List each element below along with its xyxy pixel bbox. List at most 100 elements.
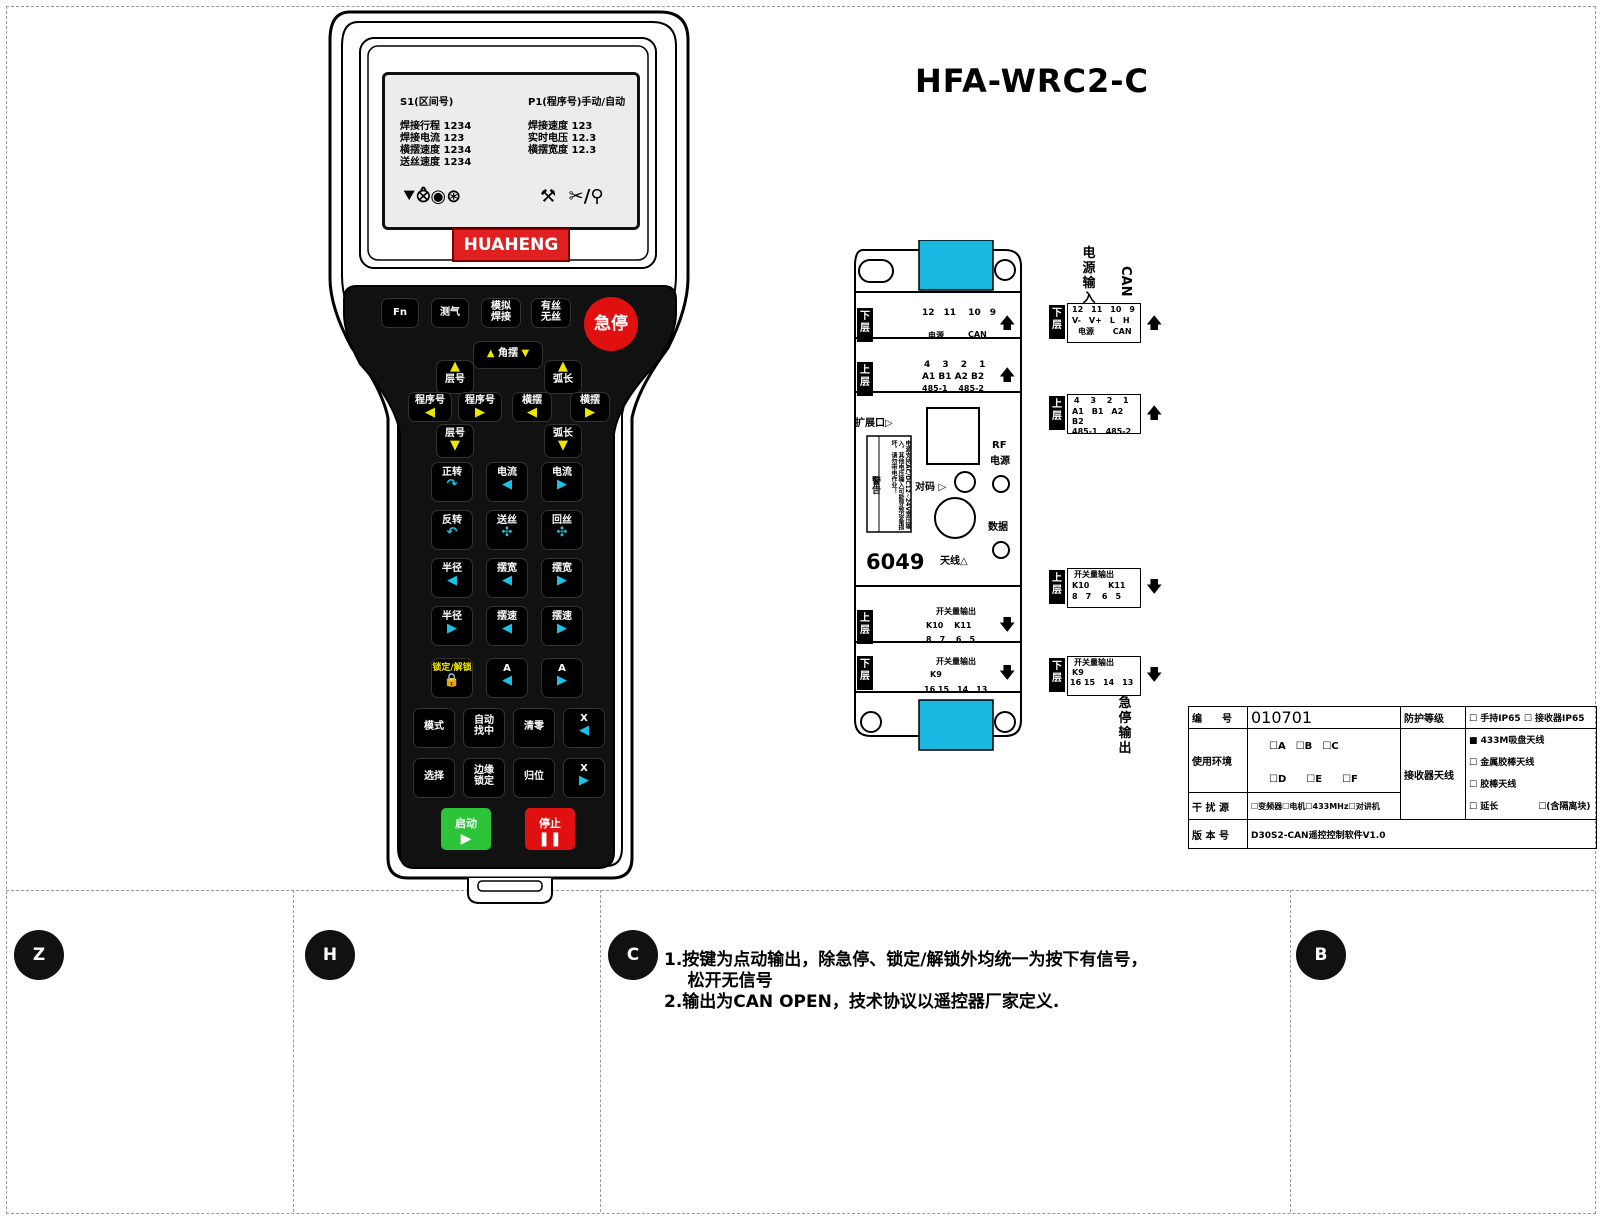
arc-down-key[interactable]: 弧长▼ bbox=[544, 424, 582, 458]
home-key[interactable]: 归位 bbox=[513, 758, 555, 798]
zone-divider-1 bbox=[293, 890, 294, 1212]
down-arrow-icon: 🡇 bbox=[999, 663, 1016, 682]
lcd-left-row: 焊接行程 1234 bbox=[400, 121, 472, 132]
a-axis-left-key[interactable]: A◀ bbox=[486, 658, 528, 698]
zone-divider-2 bbox=[600, 890, 601, 1212]
gas-test-key[interactable]: 测气 bbox=[431, 298, 469, 328]
lcd-left-row: 横摆速度 1234 bbox=[400, 145, 472, 156]
start-button[interactable]: 启动▶ bbox=[441, 808, 491, 850]
receiver-module bbox=[854, 240, 1022, 751]
module-switch-title: 开关量输出 bbox=[936, 607, 976, 616]
module-switch-title: 开关量输出 bbox=[936, 657, 976, 666]
module-model-number: 6049 bbox=[866, 550, 925, 574]
current-down-key[interactable]: 电流◀ bbox=[486, 462, 528, 502]
up-arrow-icon: 🡅 bbox=[1146, 313, 1163, 332]
module-warning-text: 电源支持AC/DC12~24V宽压输入，其他电压输入可能导致设备损坏，请勿带电作… bbox=[890, 440, 911, 530]
arc-up-key[interactable]: ▲弧长 bbox=[544, 360, 582, 394]
radius-up-key[interactable]: 半径▶ bbox=[431, 606, 473, 646]
simulate-weld-key[interactable]: 模拟 焊接 bbox=[481, 298, 521, 328]
lcd-left-row: 送丝速度 1234 bbox=[400, 157, 472, 168]
number-value: 010701 bbox=[1247, 706, 1401, 729]
wire-feed-key[interactable]: 送丝✣ bbox=[486, 510, 528, 550]
module-warning-title: 警告 bbox=[870, 476, 880, 494]
interference-label: 干 扰 源 bbox=[1188, 792, 1248, 820]
module-power-can-nums: 12 11 10 9 bbox=[922, 308, 996, 318]
lcd-status-icons-left: ⯆⨶◉⊛ bbox=[402, 186, 462, 207]
module-485-group: 485-1 485-2 bbox=[922, 384, 984, 393]
module-tag-lower: 下层 bbox=[857, 308, 873, 342]
lock-unlock-key[interactable]: 锁定/解锁🔒 bbox=[431, 658, 473, 698]
reverse-rotate-key[interactable]: 反转↶ bbox=[431, 510, 473, 550]
module-tag-upper: 上层 bbox=[857, 610, 873, 644]
x-axis-right-key[interactable]: X▶ bbox=[563, 758, 605, 798]
swing-right-key[interactable]: 横摆▶ bbox=[570, 392, 610, 422]
notes-text: 1.按键为点动输出，除急停、锁定/解锁外均统一为按下有信号， 松开无信号 2.输… bbox=[664, 950, 1148, 1012]
layer-up-key[interactable]: ▲层号 bbox=[436, 360, 474, 394]
up-arrow-icon: 🡅 bbox=[999, 365, 1016, 384]
edge-lock-key[interactable]: 边缘 锁定 bbox=[463, 758, 505, 798]
lcd-status-icons-right: ⚒ ✂/⚲ bbox=[540, 186, 604, 207]
terminal-power-can: 12 11 10 9 V- V+ L H 电源 CAN bbox=[1067, 303, 1141, 343]
stop-button[interactable]: 停止❚❚ bbox=[525, 808, 575, 850]
terminal-tag-upper: 上层 bbox=[1049, 396, 1065, 430]
clear-zero-key[interactable]: 清零 bbox=[513, 708, 555, 748]
play-icon: ▶ bbox=[460, 831, 472, 847]
lcd-left-row: 焊接电流 123 bbox=[400, 133, 465, 144]
swing-width-up-key[interactable]: 摆宽▶ bbox=[541, 558, 583, 598]
module-antenna-label: 天线△ bbox=[940, 556, 968, 567]
auto-center-key[interactable]: 自动 找中 bbox=[463, 708, 505, 748]
power-input-vertical: 电源输入 bbox=[1082, 246, 1096, 306]
down-arrow-icon: 🡇 bbox=[1146, 665, 1163, 684]
radius-down-key[interactable]: 半径◀ bbox=[431, 558, 473, 598]
module-k10-k11: K10 K11 bbox=[926, 621, 972, 630]
emergency-stop-button[interactable]: 急停 bbox=[584, 297, 638, 351]
a-axis-right-key[interactable]: A▶ bbox=[541, 658, 583, 698]
select-key[interactable]: 选择 bbox=[413, 758, 455, 798]
swing-speed-down-key[interactable]: 摆速◀ bbox=[486, 606, 528, 646]
forward-rotate-key[interactable]: 正转↷ bbox=[431, 462, 473, 502]
protection-label: 防护等级 bbox=[1400, 706, 1466, 729]
module-power-label: 电源 bbox=[928, 331, 944, 340]
terminal-tag-lower: 下层 bbox=[1049, 658, 1065, 692]
current-up-key[interactable]: 电流▶ bbox=[541, 462, 583, 502]
module-485-nums: 4 3 2 1 bbox=[924, 360, 986, 370]
terminal-485: 4 3 2 1 A1 B1 A2 B2 485-1 485-2 bbox=[1067, 394, 1141, 436]
terminal-k10-k11: 开关量输出 K10 K11 8 7 6 5 bbox=[1067, 568, 1141, 608]
swing-left-key[interactable]: 横摆◀ bbox=[512, 392, 552, 422]
layer-down-key[interactable]: 层号▼ bbox=[436, 424, 474, 458]
x-axis-left-key[interactable]: X◀ bbox=[563, 708, 605, 748]
wire-retract-key[interactable]: 回丝✣ bbox=[541, 510, 583, 550]
module-k10-nums: 8 7 6 5 bbox=[926, 635, 976, 644]
module-code-label: 对码 ▷ bbox=[915, 482, 947, 493]
terminal-k9: 开关量输出 K9 16 15 14 13 bbox=[1067, 656, 1141, 696]
program-left-key[interactable]: 程序号◀ bbox=[408, 392, 452, 422]
module-k9-nums: 16 15 14 13 bbox=[924, 685, 988, 694]
zone-marker-h: H bbox=[305, 930, 355, 980]
brand-logo: HUAHENG bbox=[452, 228, 570, 262]
lcd-screen bbox=[382, 72, 640, 230]
swing-width-down-key[interactable]: 摆宽◀ bbox=[486, 558, 528, 598]
module-tag-lower: 下层 bbox=[857, 656, 873, 690]
wire-toggle-key[interactable]: 有丝 无丝 bbox=[531, 298, 571, 328]
zone-marker-z: Z bbox=[14, 930, 64, 980]
model-title: HFA-WRC2-C bbox=[915, 62, 1150, 100]
protection-options: ☐ 手持IP65 ☐ 接收器IP65 bbox=[1465, 706, 1597, 729]
down-arrow-icon: 🡇 bbox=[999, 615, 1016, 634]
up-arrow-icon: 🡅 bbox=[1146, 403, 1163, 422]
program-right-key[interactable]: 程序号▶ bbox=[458, 392, 502, 422]
swing-speed-up-key[interactable]: 摆速▶ bbox=[541, 606, 583, 646]
module-can-label: CAN bbox=[968, 330, 987, 339]
env-label: 使用环境 bbox=[1188, 727, 1248, 794]
module-expand-port-label: 扩展口▷ bbox=[855, 418, 893, 429]
angle-swing-key[interactable]: ▲ 角摆 ▼ bbox=[473, 341, 543, 369]
fn-key[interactable]: Fn bbox=[381, 298, 419, 328]
module-485-labels: A1 B1 A2 B2 bbox=[922, 372, 985, 382]
module-tag-upper: 上层 bbox=[857, 362, 873, 396]
lcd-right-row: 横摆宽度 12.3 bbox=[528, 145, 597, 156]
zone-marker-c: C bbox=[608, 930, 658, 980]
lcd-right-row: 焊接速度 123 bbox=[528, 121, 593, 132]
zone-marker-b: B bbox=[1296, 930, 1346, 980]
mode-key[interactable]: 模式 bbox=[413, 708, 455, 748]
lcd-right-row: 实时电压 12.3 bbox=[528, 133, 597, 144]
number-label: 编 号 bbox=[1188, 706, 1248, 729]
